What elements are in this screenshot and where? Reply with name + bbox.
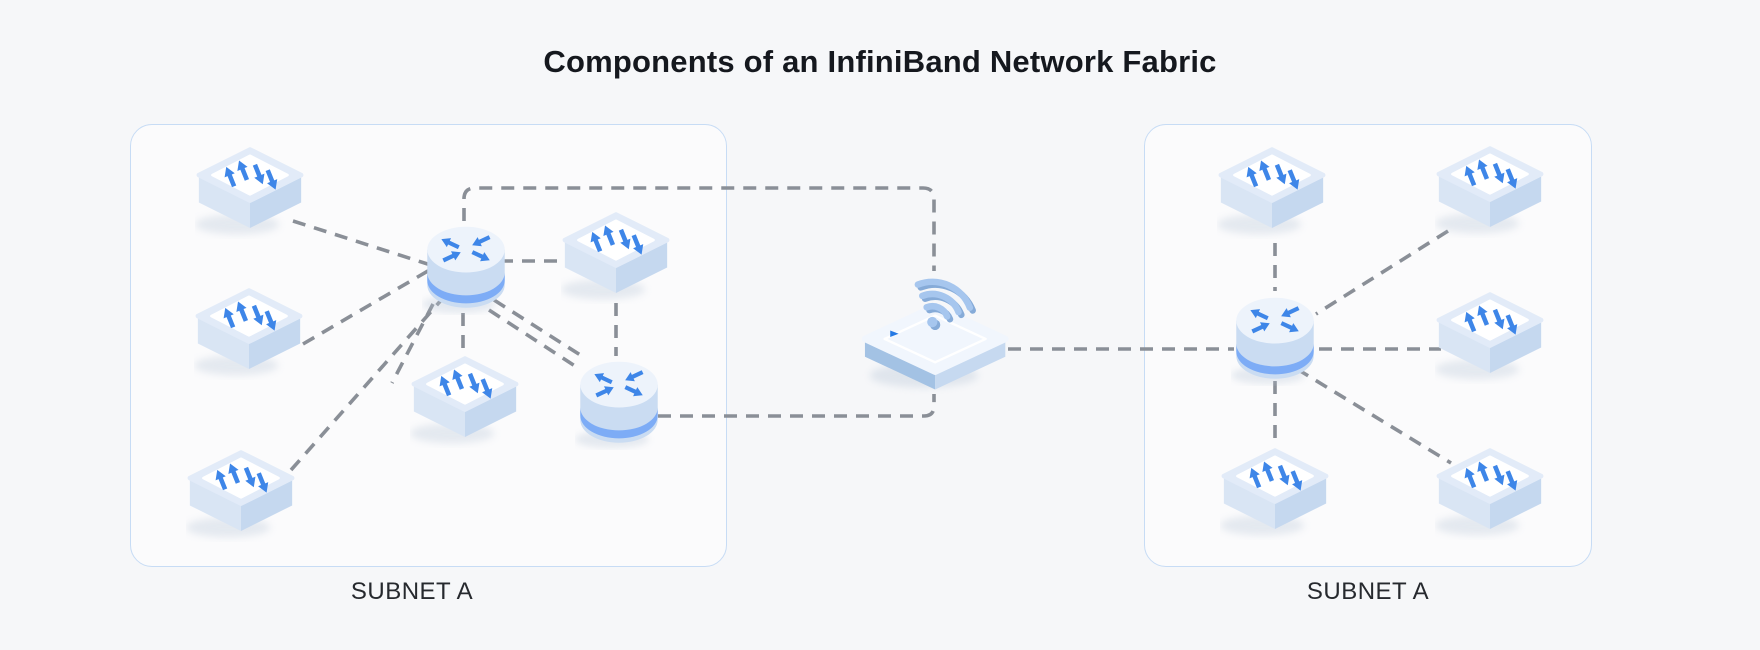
switch-icon bbox=[1220, 445, 1330, 540]
switch-icon bbox=[1435, 143, 1545, 238]
switch-icon bbox=[561, 209, 671, 304]
router-icon bbox=[422, 216, 510, 315]
router-icon bbox=[575, 351, 663, 450]
switch-icon bbox=[1217, 144, 1327, 239]
page-title: Components of an InfiniBand Network Fabr… bbox=[543, 44, 1217, 79]
switch-icon bbox=[1435, 445, 1545, 540]
subnet-label-right: SUBNET A bbox=[1306, 578, 1430, 605]
router-icon bbox=[1231, 287, 1319, 386]
subnet-label-left: SUBNET A bbox=[350, 578, 474, 605]
switch-icon bbox=[410, 353, 520, 448]
switch-icon bbox=[186, 447, 296, 542]
switch-icon bbox=[1435, 289, 1545, 384]
switch-icon bbox=[195, 144, 305, 239]
wifi-gateway-icon bbox=[862, 265, 1012, 396]
switch-icon bbox=[194, 285, 304, 380]
